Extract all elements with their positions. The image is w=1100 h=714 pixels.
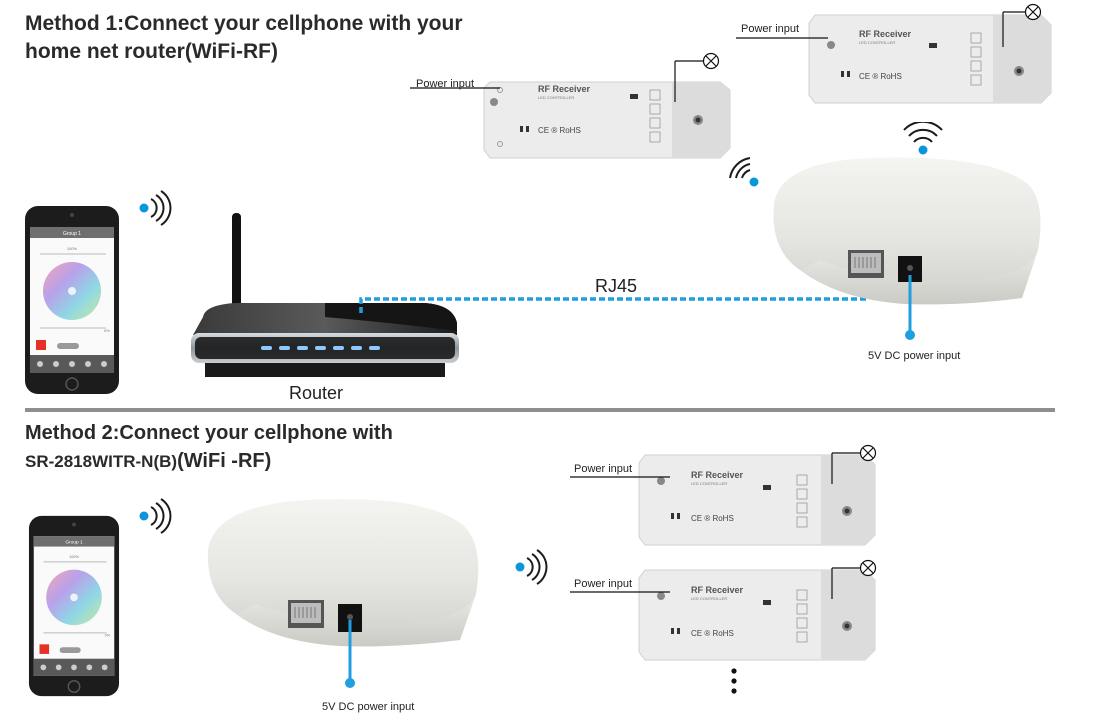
method2-title-suffix: (WiFi -RF) — [177, 450, 272, 472]
method2-title: Method 2:Connect your cellphone with SR-… — [25, 419, 393, 476]
wifi-signal-icon-gateway1-left — [729, 157, 759, 187]
receiver3-sub: LED CONTROLLER — [691, 481, 727, 486]
smartphone-2: Group 1 100% 0% — [28, 515, 120, 697]
power-cable-gateway1 — [905, 275, 915, 340]
wifi-signal-icon-phone1 — [139, 190, 172, 226]
wifi-signal-icon-gateway1 — [903, 122, 943, 155]
receiver2-brand: RF Receiver — [859, 29, 912, 39]
wifi-gateway-1 — [773, 157, 1041, 305]
smartphone-1: Group 1 100% 0% — [25, 206, 119, 394]
method2-title-line1: Method 2:Connect your cellphone with — [25, 422, 393, 444]
rf-receiver-3: RF Receiver LED CONTROLLER CE ® RoHS — [638, 454, 876, 546]
wifi-signal-icon-gateway2 — [515, 549, 548, 585]
receiver1-brand: RF Receiver — [538, 84, 591, 94]
receiver3-power-label: Power input — [574, 463, 633, 475]
phone-brightness-bottom: 0% — [104, 328, 110, 333]
method1-title-line1: Method 1:Connect your cellphone with you… — [25, 12, 463, 35]
phone2-brightness-top: 100% — [69, 555, 79, 559]
receiver1-sub: LED CONTROLLER — [538, 95, 574, 100]
receiver2-sub: LED CONTROLLER — [859, 40, 895, 45]
receiver3-brand: RF Receiver — [691, 470, 744, 480]
receiver4-marks: CE ® RoHS — [691, 629, 734, 638]
receiver3-wiring — [570, 444, 877, 484]
rf-receiver-1: RF Receiver LED CONTROLLER CE ® RoHS — [483, 81, 731, 159]
method2-title-model: SR-2818WITR-N(B) — [25, 452, 178, 471]
wifi-gateway-2 — [207, 499, 479, 647]
receiver2-marks: CE ® RoHS — [859, 72, 902, 81]
receiver2-wiring — [736, 3, 1042, 47]
method1-title-line2: home net router(WiFi-RF) — [25, 40, 278, 63]
rf-receiver-2: RF Receiver LED CONTROLLER CE ® RoHS — [808, 14, 1052, 104]
phone2-brightness-bottom: 0% — [105, 634, 111, 638]
gateway1-power-label: 5V DC power input — [868, 350, 961, 362]
section-divider — [25, 408, 1055, 412]
receiver1-wiring — [410, 52, 720, 102]
receiver2-power-label: Power input — [741, 23, 800, 35]
gateway2-power-label: 5V DC power input — [322, 701, 415, 713]
receiver1-power-label: Power input — [416, 78, 475, 90]
power-cable-gateway2 — [345, 620, 355, 688]
phone2-group-title: Group 1 — [65, 540, 83, 546]
method2-title-line2: SR-2818WITR-N(B)(WiFi -RF) — [25, 447, 393, 476]
receiver1-marks: CE ® RoHS — [538, 126, 581, 135]
rf-receiver-4: RF Receiver LED CONTROLLER CE ® RoHS — [638, 569, 876, 661]
phone-brightness-top: 100% — [67, 246, 78, 251]
router-label: Router — [289, 383, 344, 403]
wifi-signal-icon-phone2 — [139, 498, 172, 534]
router — [191, 213, 459, 377]
receiver4-sub: LED CONTROLLER — [691, 596, 727, 601]
rj45-label: RJ45 — [595, 276, 638, 296]
receiver4-wiring — [570, 559, 877, 599]
receiver3-marks: CE ® RoHS — [691, 514, 734, 523]
method1-title: Method 1:Connect your cellphone with you… — [25, 10, 463, 66]
receiver4-brand: RF Receiver — [691, 585, 744, 595]
phone-group-title: Group 1 — [63, 231, 81, 237]
receiver4-power-label: Power input — [574, 578, 633, 590]
more-receivers-dots-icon — [731, 668, 737, 694]
